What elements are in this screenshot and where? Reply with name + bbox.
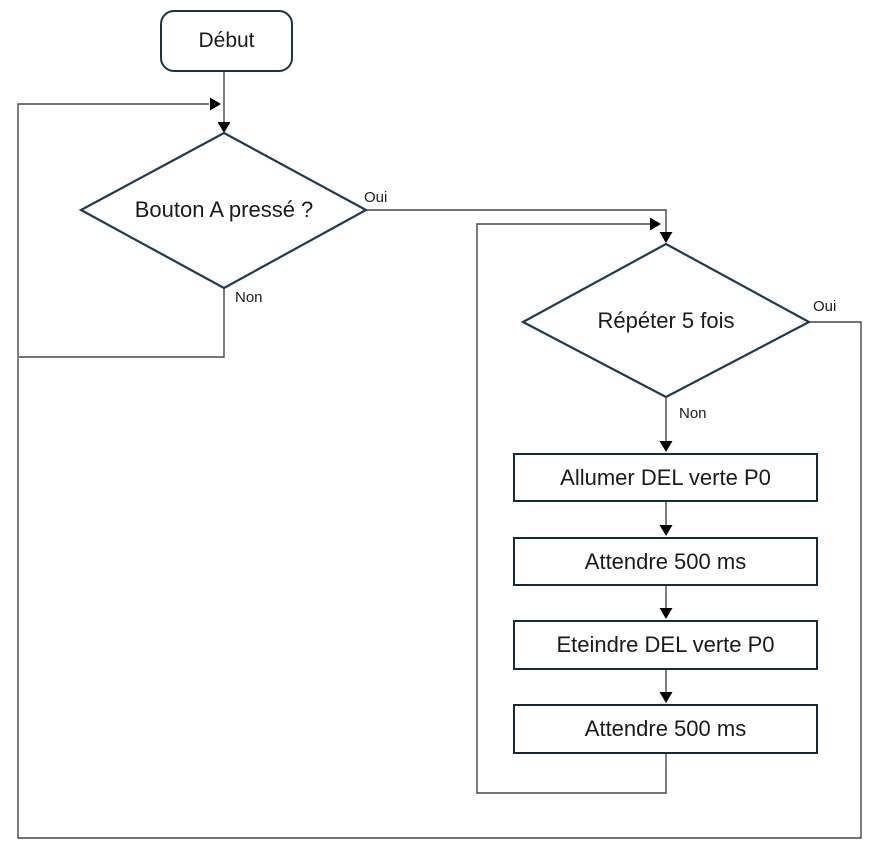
arrowhead-inner-loop-into-entry (650, 217, 661, 231)
step4-process-node: Attendre 500 ms (513, 704, 818, 754)
decision1-yes-label: Oui (364, 189, 388, 206)
decision2-diamond (520, 242, 812, 399)
decision1-label: Bouton A pressé ? (134, 197, 314, 222)
arrowhead-outer-loop-into-entry (210, 97, 221, 111)
arrowhead-into-decision1-top (217, 122, 231, 133)
decision2-label: Répéter 5 fois (597, 308, 735, 333)
decision2-no-label: Non (679, 405, 707, 422)
decision2-yes-label: Oui (813, 298, 837, 315)
connector-inner-loop-return (476, 223, 667, 794)
connector-decision1-yes-to-decision2 (366, 209, 667, 233)
decision1-no-label: Non (235, 289, 263, 306)
arrowhead-into-step1 (659, 441, 673, 452)
arrowhead-into-step2 (659, 525, 673, 536)
arrowhead-into-step4 (659, 692, 673, 703)
connector-decision1-no-loop (19, 288, 225, 358)
step2-process-node: Attendre 500 ms (513, 537, 818, 586)
arrowhead-into-step3 (659, 608, 673, 619)
arrowhead-into-decision2-top (659, 232, 673, 243)
step3-process-node: Eteindre DEL verte P0 (513, 620, 818, 670)
connector-decision2-yes-outer-loop (17, 103, 862, 839)
start-label: Début (198, 29, 255, 52)
decision1-diamond (78, 131, 369, 290)
step1-process-node: Allumer DEL verte P0 (513, 453, 818, 502)
start-node: Début (160, 10, 293, 72)
